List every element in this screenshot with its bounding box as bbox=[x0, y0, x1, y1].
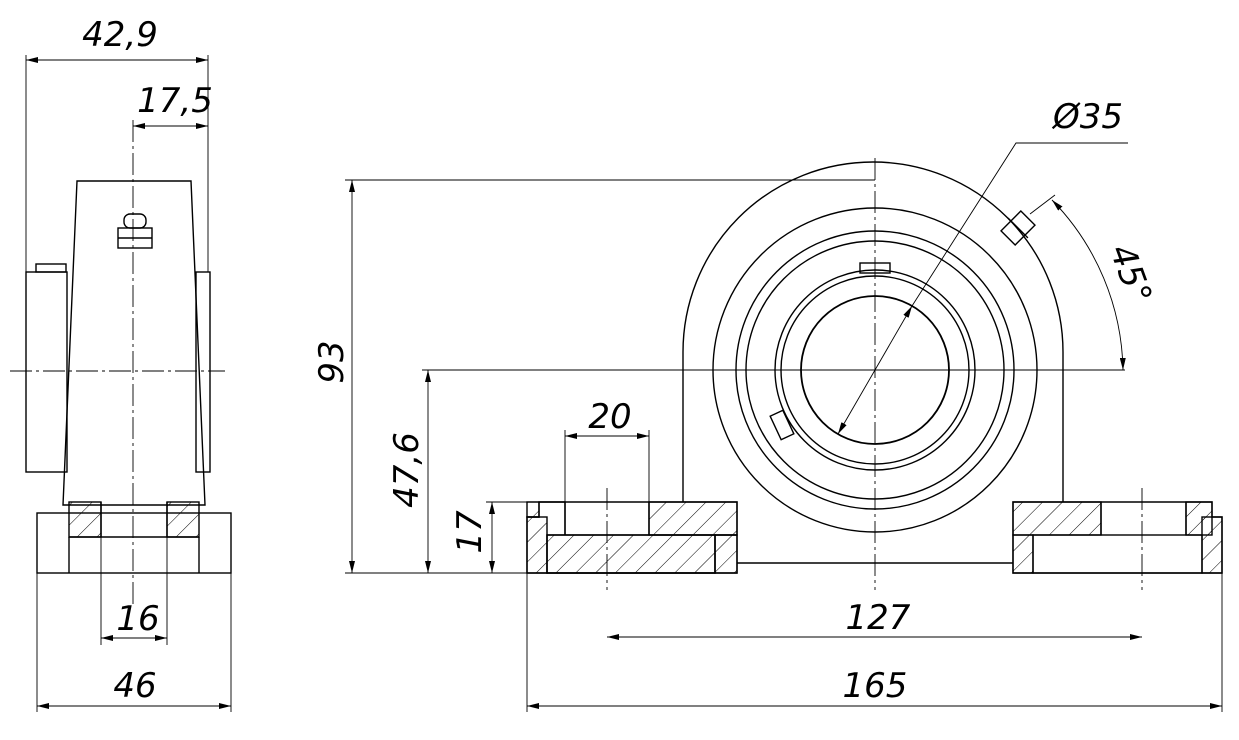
dim-total-height: 93 bbox=[312, 340, 352, 383]
front-grease-nipple-icon bbox=[1000, 210, 1036, 246]
front-housing-outline bbox=[682, 161, 1064, 502]
dim-bore: Ø35 bbox=[1051, 97, 1123, 137]
dim-hole-spacing: 127 bbox=[846, 598, 911, 638]
lower-key-tab bbox=[769, 409, 795, 441]
dim-overall-depth: 42,9 bbox=[82, 15, 158, 55]
dim-arc-angle bbox=[1051, 199, 1126, 371]
side-bearing-ring-right bbox=[195, 271, 211, 473]
dim-slot-width: 20 bbox=[588, 397, 631, 437]
side-base-hatch-right bbox=[166, 501, 200, 538]
dim-base-height: 17 bbox=[450, 510, 490, 554]
dim-bolt-hole: 16 bbox=[116, 599, 159, 639]
side-base-outline bbox=[36, 512, 232, 574]
side-view: 42,9 17,5 16 46 bbox=[10, 15, 232, 712]
dim-angle: 45° bbox=[1101, 239, 1159, 309]
right-foot-hatch-left bbox=[1012, 501, 1102, 536]
dim-center-height: 47,6 bbox=[387, 432, 427, 508]
side-base-hatch-left bbox=[68, 501, 102, 538]
side-bearing-ring-left bbox=[25, 271, 68, 473]
grease-nipple-icon bbox=[117, 213, 153, 249]
dim-overall-length: 165 bbox=[843, 666, 908, 706]
left-foot-hatch-left bbox=[526, 516, 548, 574]
dim-line-bore bbox=[837, 305, 913, 435]
front-view: 93 47,6 17 20 127 165 Ø35 45° bbox=[312, 97, 1223, 712]
dim-base-width: 46 bbox=[113, 666, 156, 706]
dim-lube-offset: 17,5 bbox=[137, 81, 213, 121]
right-foot-slot bbox=[1032, 534, 1203, 574]
left-foot-hatch-right bbox=[648, 501, 738, 536]
side-housing-outline bbox=[62, 180, 206, 506]
side-ring-tab bbox=[35, 263, 67, 273]
